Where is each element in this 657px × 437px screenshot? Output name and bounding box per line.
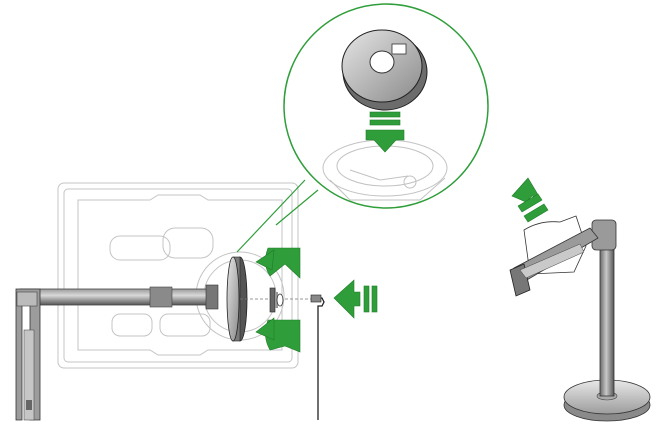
rotate-arrows-icon bbox=[255, 247, 301, 353]
down-arrow-icon bbox=[365, 111, 405, 153]
power-cable bbox=[310, 294, 325, 420]
lamp-assembly bbox=[509, 177, 651, 422]
callout-disc bbox=[341, 29, 428, 111]
up-arrow-icon bbox=[511, 177, 549, 223]
desk-arm bbox=[15, 284, 219, 421]
mounting-disc bbox=[226, 256, 312, 342]
detail-callout bbox=[283, 3, 489, 209]
clip-ring bbox=[269, 287, 284, 313]
callout-connectors bbox=[236, 179, 319, 253]
left-arrow-icon bbox=[333, 279, 378, 319]
base-plate-outline bbox=[57, 182, 299, 369]
